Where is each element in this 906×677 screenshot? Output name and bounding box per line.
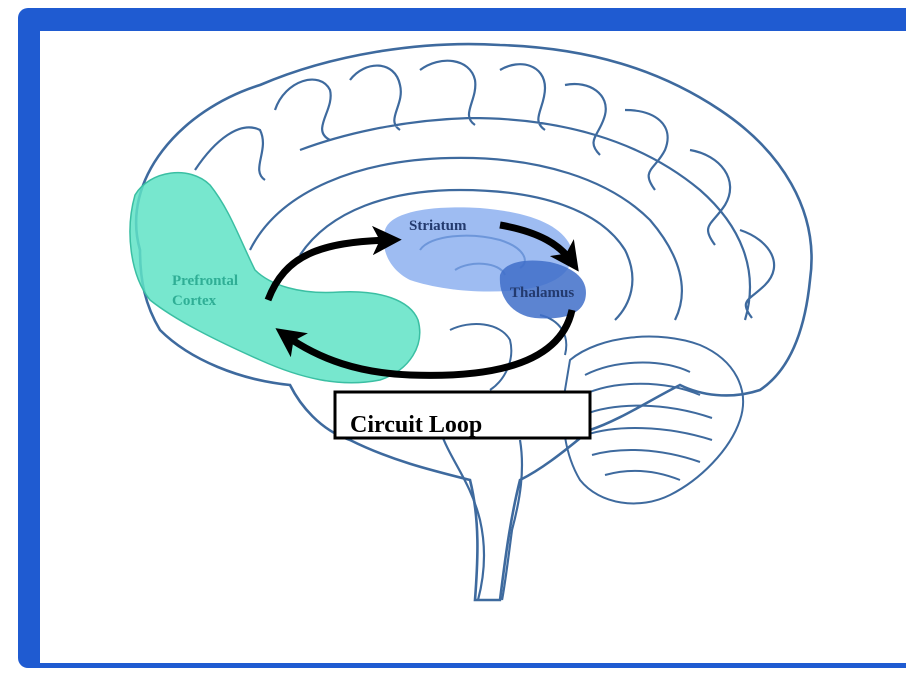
- thalamus-label: Thalamus: [510, 285, 574, 301]
- circuit-loop-label: Circuit Loop: [350, 412, 482, 438]
- midbrain-lines: [450, 315, 566, 390]
- prefrontal-label-line2: Cortex: [172, 293, 217, 309]
- brainstem: [440, 430, 522, 600]
- striatum-label: Striatum: [409, 218, 467, 234]
- prefrontal-label-line1: Prefrontal: [172, 273, 238, 289]
